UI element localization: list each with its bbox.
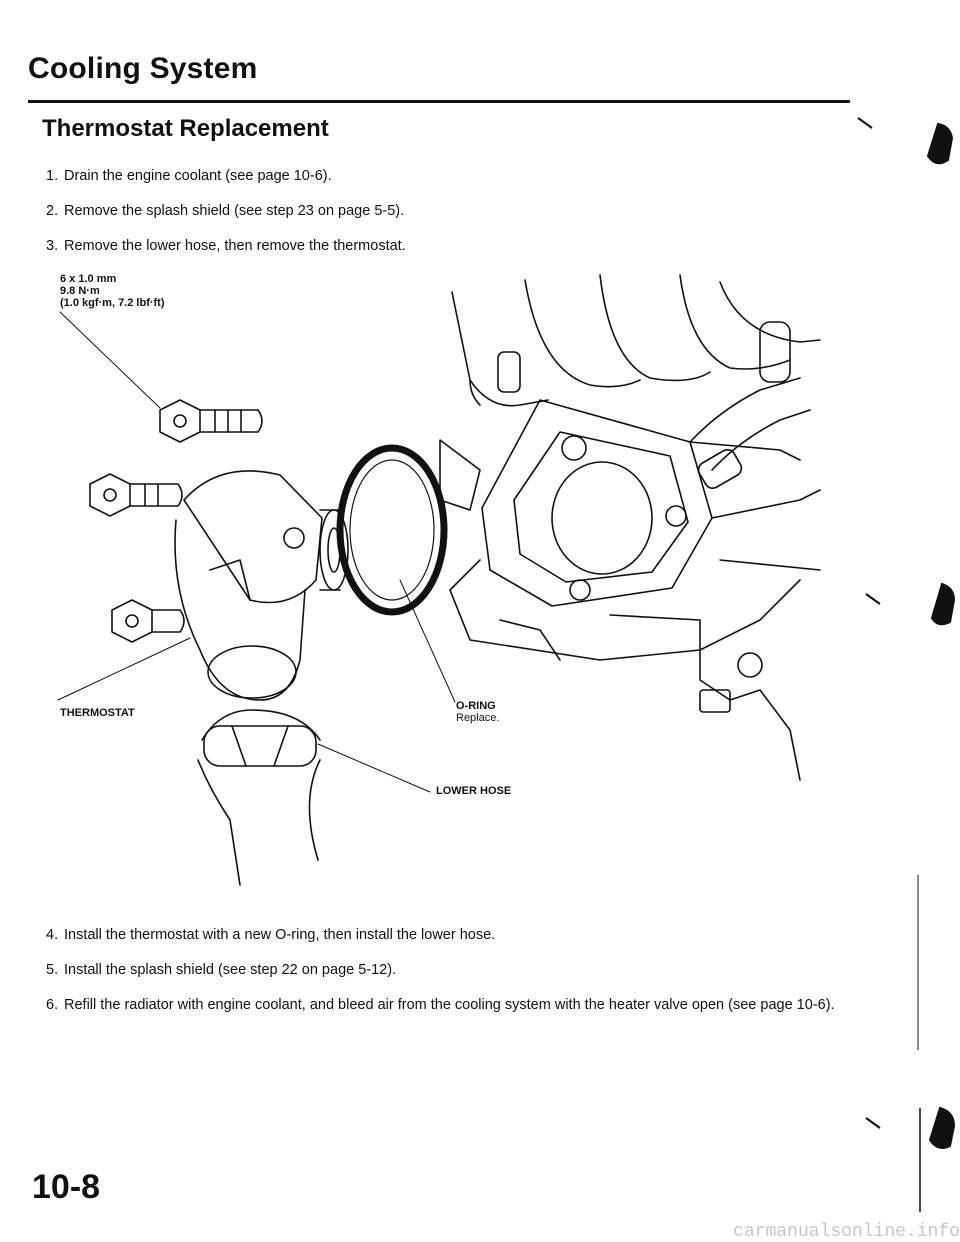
thermostat-part bbox=[319, 509, 349, 591]
section-title: Thermostat Replacement bbox=[42, 115, 329, 142]
step-number: 2. bbox=[46, 203, 59, 219]
step-text: Install the thermostat with a new O-ring… bbox=[64, 927, 496, 943]
step-1: 1. Drain the engine coolant (see page 10… bbox=[46, 166, 866, 186]
o-ring-callout: O-RING Replace. bbox=[456, 700, 576, 724]
title-rule bbox=[28, 100, 850, 103]
step-number: 3. bbox=[46, 238, 59, 254]
step-text: Remove the splash shield (see step 23 on… bbox=[64, 203, 405, 219]
step-4: 4. Install the thermostat with a new O-r… bbox=[46, 925, 866, 945]
watermark: carmanualsonline.info bbox=[733, 1222, 960, 1242]
bolt-torque: 9.8 N·m bbox=[60, 285, 100, 297]
intake-manifold bbox=[451, 274, 821, 407]
leader-lines bbox=[57, 311, 456, 793]
o-ring-note: Replace. bbox=[456, 712, 500, 724]
binding-mark-bottom bbox=[865, 1106, 956, 1212]
thermostat-label: THERMOSTAT bbox=[60, 707, 135, 719]
step-text: Drain the engine coolant (see page 10-6)… bbox=[64, 168, 332, 184]
upper-hose bbox=[689, 377, 811, 489]
bolt-lower bbox=[111, 599, 185, 643]
step-number: 4. bbox=[46, 927, 59, 943]
step-2: 2. Remove the splash shield (see step 23… bbox=[46, 201, 866, 221]
engine-housing bbox=[439, 399, 821, 781]
bolt-spec-label: 6 x 1.0 mm 9.8 N·m (1.0 kgf·m, 7.2 lbf·f… bbox=[60, 273, 240, 309]
step-5: 5. Install the splash shield (see step 2… bbox=[46, 960, 866, 980]
page-number: 10-8 bbox=[32, 1168, 101, 1206]
page-title: Cooling System bbox=[28, 52, 258, 85]
step-number: 5. bbox=[46, 962, 59, 978]
bolt-upper bbox=[159, 399, 263, 443]
bolt-middle bbox=[89, 473, 183, 517]
binding-mark-top bbox=[857, 117, 954, 165]
o-ring bbox=[336, 444, 448, 616]
o-ring-label: O-RING bbox=[456, 700, 496, 712]
lower-hose-label: LOWER HOSE bbox=[436, 785, 512, 797]
bolt-torque-alt: (1.0 kgf·m, 7.2 lbf·ft) bbox=[60, 297, 165, 309]
step-text: Remove the lower hose, then remove the t… bbox=[64, 238, 406, 254]
bolt-size: 6 x 1.0 mm bbox=[60, 273, 117, 285]
thermostat-figure: 6 x 1.0 mm 9.8 N·m (1.0 kgf·m, 7.2 lbf·f… bbox=[0, 260, 960, 910]
step-3: 3. Remove the lower hose, then remove th… bbox=[46, 236, 866, 256]
step-6: 6. Refill the radiator with engine coola… bbox=[46, 995, 866, 1035]
step-text: Refill the radiator with engine coolant,… bbox=[64, 997, 835, 1013]
step-number: 1. bbox=[46, 168, 59, 184]
lower-hose bbox=[197, 709, 321, 886]
binding-mark-middle bbox=[865, 582, 956, 626]
step-number: 6. bbox=[46, 997, 59, 1013]
thermostat-cover bbox=[174, 470, 323, 701]
step-text: Install the splash shield (see step 22 o… bbox=[64, 962, 397, 978]
thermostat-illustration bbox=[57, 274, 821, 886]
